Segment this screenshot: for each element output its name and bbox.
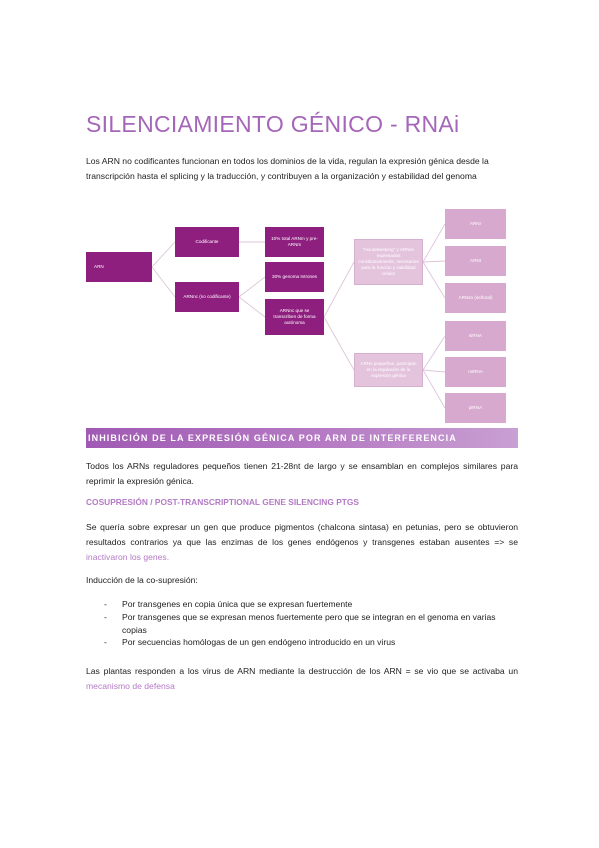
section-heading: INHIBICIÓN DE LA EXPRESIÓN GÉNICA POR AR… <box>86 428 518 448</box>
paragraph-induccion: Inducción de la co-supresión: <box>86 575 198 585</box>
bullet-item: Por secuencias homólogas de un gen endóg… <box>100 636 520 649</box>
paragraph-plantas-virus: Las plantas responden a los virus de ARN… <box>86 664 518 694</box>
node-arns-pequenos: ARNs pequeños, participan en la regulaci… <box>354 353 423 387</box>
bullet-item: Por transgenes en copia única que se exp… <box>100 598 520 611</box>
paragraph-plantas-virus-text: Las plantas responden a los virus de ARN… <box>86 666 518 676</box>
paragraph-petunias: Se quería sobre expresar un gen que prod… <box>86 520 518 565</box>
highlight-mecanismo-defensa: mecanismo de defensa <box>86 681 175 691</box>
paragraph-petunias-text: Se quería sobre expresar un gen que prod… <box>86 522 518 547</box>
node-mirna: miRNA <box>445 357 506 387</box>
intro-paragraph: Los ARN no codificantes funcionan en tod… <box>86 156 489 181</box>
node-intrones: 30% genoma Intrones <box>265 262 324 292</box>
diagram-connectors <box>151 223 446 409</box>
node-arnr: ARNr <box>445 209 506 239</box>
node-arnsn: ARNsn (señoral) <box>445 283 506 313</box>
subheading-cosupresion: COSUPRESIÓN / POST-TRANSCRIPTIONAL GENE … <box>86 497 359 507</box>
node-codificante: Codificante <box>175 227 239 257</box>
bullet-item: Por transgenes que se expresan menos fue… <box>100 611 520 637</box>
node-sirna: siRNA <box>445 321 506 351</box>
page-title: SILENCIAMIENTO GÉNICO - RNAi <box>86 111 460 137</box>
highlight-inactivaron: inactivaron los genes. <box>86 552 170 562</box>
node-housekeeping: "Housekeeping" y ARNnc expresados consti… <box>354 239 423 285</box>
paragraph-arns-reguladores: Todos los ARNs reguladores pequeños tien… <box>86 461 518 486</box>
node-arnm: 10% total ARNm y pre-ARNm <box>265 227 324 257</box>
node-arn: ARN <box>86 252 152 282</box>
node-arnt: ARNt <box>445 246 506 276</box>
node-pirna: piRNA <box>445 393 506 423</box>
node-autonomos: ARNnc que se transcriben de forma autóno… <box>265 299 324 335</box>
bullet-list: Por transgenes en copia única que se exp… <box>100 598 520 649</box>
node-arnnc: ARNnc (no codificante) <box>175 282 239 312</box>
